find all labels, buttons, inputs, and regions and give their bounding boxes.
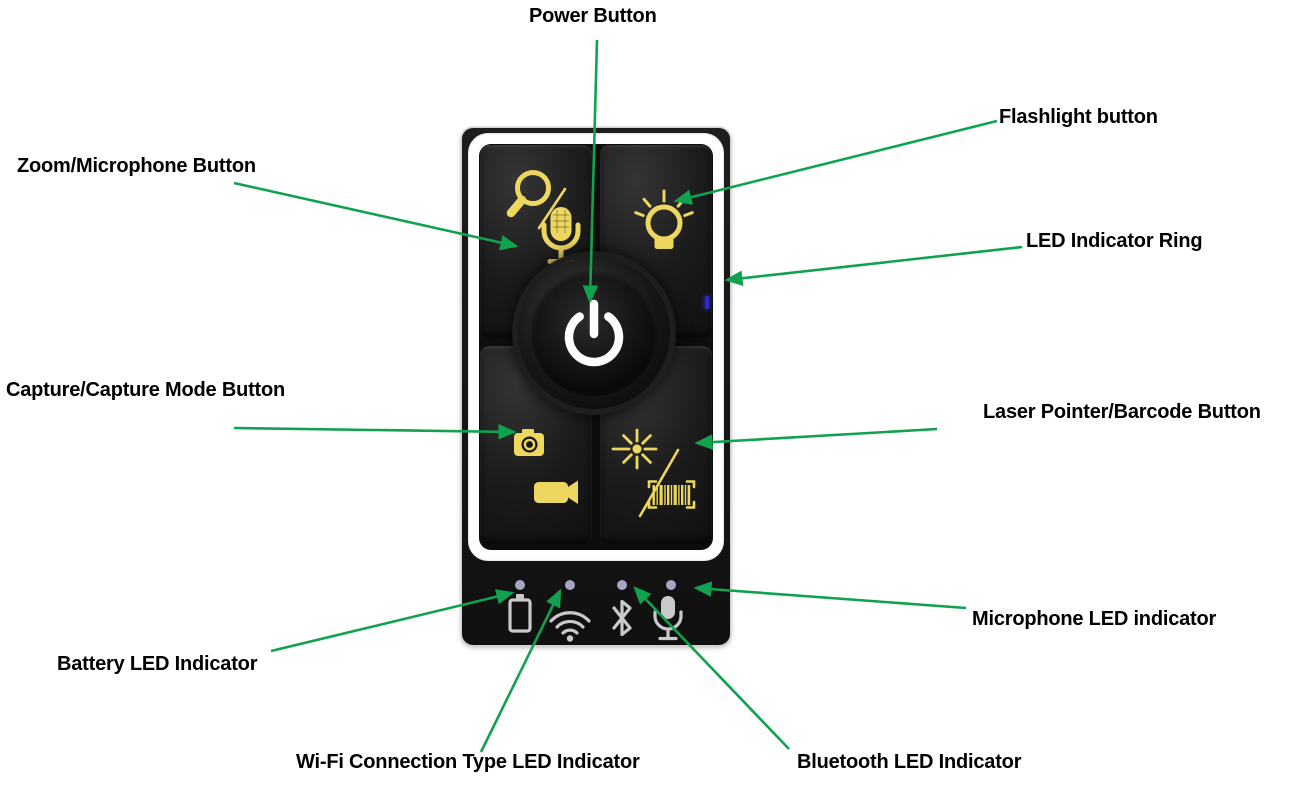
label-laser-barcode-button: Laser Pointer/Barcode Button [983,401,1261,423]
flashlight-key-icons [634,189,694,249]
label-microphone-led-indicator: Microphone LED indicator [972,608,1217,630]
microphone-icon [653,596,683,641]
microphone-icon [541,207,581,264]
led-indicator-ring [705,296,709,309]
label-battery-led-indicator: Battery LED Indicator [57,653,258,675]
label-capture-mode-button: Capture/Capture Mode Button [6,379,286,401]
laser-barcode-key-icons [611,428,696,518]
bluetooth-led [617,580,627,590]
microphone-led [666,580,676,590]
barcode-icon [647,480,696,509]
battery-led [515,580,525,590]
laser-icon [611,428,658,470]
label-zoom-microphone-button: Zoom/Microphone Button [17,155,256,177]
label-led-indicator-ring: LED Indicator Ring [1026,230,1203,252]
label-wifi-led-indicator: Wi-Fi Connection Type LED Indicator [296,751,640,773]
label-bluetooth-led-indicator: Bluetooth LED Indicator [797,751,1022,773]
battery-icon [508,594,532,633]
arrow-laser [694,427,938,450]
label-flashlight-button: Flashlight button [999,106,1158,128]
capture-key-icons [514,429,578,504]
arrow-led-ring [724,245,1023,287]
laser-pointer-barcode-key[interactable] [600,346,712,544]
magnifier-icon [506,170,551,218]
status-indicator-strip [508,580,683,642]
wifi-led [565,580,575,590]
arrow-microphone [693,581,967,610]
wifi-icon [549,611,591,642]
slash-icon [537,187,567,230]
handheld-device-keypad [462,128,730,645]
label-power-button: Power Button [529,5,657,27]
slash-icon [638,448,680,518]
power-icon [564,299,624,367]
bulb-icon [634,189,694,249]
bluetooth-icon [612,599,632,637]
video-camera-icon [534,480,578,504]
camera-icon [514,429,544,456]
